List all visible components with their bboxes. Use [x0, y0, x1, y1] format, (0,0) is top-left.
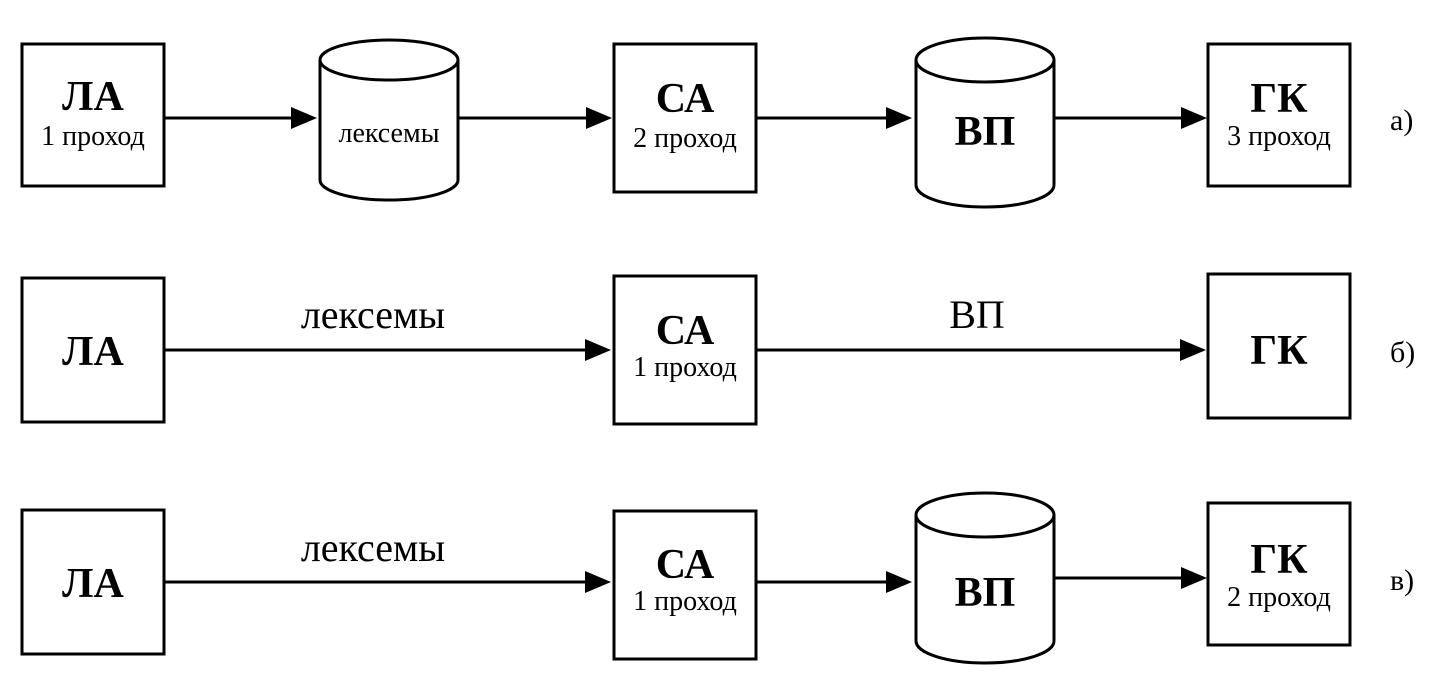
gk-title: ГК [1250, 328, 1308, 374]
sa-title: СА [656, 542, 715, 588]
vp-storage-cylinder: ВП [914, 36, 1056, 209]
gk-title: ГК [1250, 537, 1308, 583]
gk-title: ГК [1250, 76, 1308, 122]
arrow-la-to-sa [164, 571, 611, 593]
lexemes-flow-label: лексемы [301, 525, 445, 570]
arrow-vp-to-gk [1054, 567, 1207, 589]
la-box [20, 276, 166, 424]
row-c-label: в) [1390, 564, 1414, 597]
sa-title: СА [656, 308, 715, 354]
sa-title: СА [656, 76, 715, 122]
vp-storage-label: ВП [955, 109, 1016, 155]
la-title: ЛА [62, 561, 124, 607]
sa-box [612, 509, 758, 661]
arrow-la-to-sa [164, 339, 611, 361]
gk-pass: 3 проход [1227, 121, 1331, 152]
lexemes-storage-label: лексемы [338, 118, 439, 149]
arrow-sa-to-vp [756, 571, 912, 593]
arrow-vp-to-gk [1054, 107, 1207, 129]
row-a-label: а) [1390, 104, 1413, 137]
la-title: ЛА [62, 329, 124, 375]
row-b: ЛА лексемы СА 1 проход ВП ГК б) [20, 272, 1415, 426]
gk-pass: 2 проход [1227, 582, 1331, 613]
arrow-sa-to-gk [756, 339, 1206, 361]
row-a: ЛА 1 проход лексемы СА 2 проход ВП [20, 36, 1413, 209]
lexemes-flow-label: лексемы [301, 292, 445, 337]
la-box [20, 508, 166, 656]
row-b-label: б) [1390, 336, 1415, 369]
gk-box [1206, 42, 1352, 188]
vp-flow-label: ВП [949, 292, 1005, 337]
vp-storage-label: ВП [955, 570, 1016, 616]
arrow-la-to-lexemes [164, 107, 317, 129]
sa-pass: 2 проход [633, 123, 737, 154]
gk-box [1206, 272, 1352, 420]
row-c: ЛА лексемы СА 1 проход ВП ГК 2 проход в) [20, 491, 1414, 665]
vp-storage-cylinder: ВП [914, 491, 1056, 665]
la-box [20, 42, 166, 188]
gk-box [1206, 501, 1352, 647]
sa-box [612, 274, 758, 426]
arrow-sa-to-vp [756, 107, 912, 129]
la-title: ЛА [62, 74, 124, 120]
lexemes-storage-cylinder: лексемы [318, 38, 460, 202]
sa-pass: 1 проход [633, 586, 737, 617]
sa-pass: 1 проход [633, 352, 737, 383]
sa-box [612, 42, 758, 194]
la-pass: 1 проход [41, 121, 145, 152]
arrow-lexemes-to-sa [458, 107, 612, 129]
